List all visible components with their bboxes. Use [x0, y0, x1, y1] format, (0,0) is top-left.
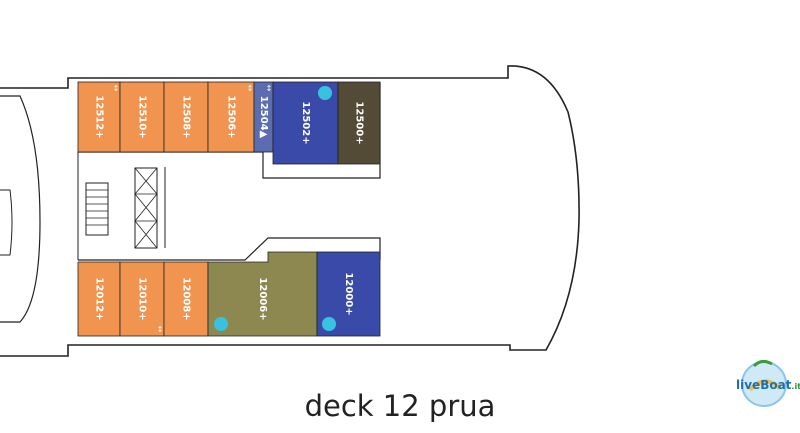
cabin-number: 12008+	[181, 277, 192, 320]
corridor-inner	[77, 152, 166, 260]
cabin-12500[interactable]: 12500+	[337, 81, 381, 165]
aft-structure-2	[0, 189, 13, 256]
cabin-block[interactable]	[163, 81, 209, 153]
cabin-12512[interactable]: 12512+ ↕	[77, 81, 121, 153]
cabins-layer: 12512+ ↕ 12510+ 12508+ 12506+ ↕ 12504▲ ↕ 12502+ 1…	[77, 81, 381, 337]
cabin-12510[interactable]: 12510+	[119, 81, 165, 153]
cabin-block[interactable]	[77, 261, 121, 337]
cabin-number: 12504▲	[258, 96, 269, 139]
cabin-number: 12012+	[94, 277, 105, 320]
cabin-block[interactable]	[207, 81, 255, 153]
cabin-12504[interactable]: 12504▲ ↕	[253, 81, 274, 153]
accessible-cabin-icon	[318, 86, 332, 100]
cabin-number: 12506+	[226, 95, 237, 138]
cabin-12010[interactable]: 12010+ ↕	[119, 261, 165, 337]
logo-globe-icon	[741, 359, 787, 407]
cabin-12012[interactable]: 12012+	[77, 261, 121, 337]
cabin-number: 12006+	[257, 277, 268, 320]
connecting-door-icon: ↕	[266, 84, 273, 93]
accessible-cabin-icon	[214, 317, 228, 331]
accessible-cabin-icon	[322, 317, 336, 331]
cabin-number: 12508+	[181, 95, 192, 138]
deck-title: deck 12 prua	[304, 389, 496, 423]
cabin-block[interactable]	[163, 261, 209, 337]
cabin-block[interactable]	[337, 81, 381, 165]
cabin-number: 12010+	[137, 277, 148, 320]
logo-brand: liveBoat	[736, 378, 792, 392]
cabin-block[interactable]	[119, 261, 165, 337]
cabin-block[interactable]	[77, 81, 121, 153]
connecting-door-icon: ↕	[247, 84, 254, 93]
cabin-block[interactable]	[119, 81, 165, 153]
elevators	[134, 167, 158, 249]
cabin-number: 12512+	[94, 95, 105, 138]
liveboat-logo: liveBoat.it	[724, 352, 800, 416]
cabin-block[interactable]	[316, 251, 381, 337]
hull-outline	[0, 65, 580, 357]
corridor-outline-lower	[78, 237, 381, 261]
aft-structure	[0, 95, 41, 323]
cabin-number: 12500+	[354, 101, 365, 144]
cabin-12502[interactable]: 12502+	[272, 81, 339, 165]
logo-suffix: .it	[791, 382, 800, 391]
cabin-12506[interactable]: 12506+ ↕	[207, 81, 255, 153]
cabin-number: 12502+	[300, 101, 311, 144]
cabin-12006[interactable]: 12006+	[207, 251, 318, 337]
connecting-door-icon: ↕	[157, 325, 164, 334]
cabin-12008[interactable]: 12008+	[163, 261, 209, 337]
connecting-door-icon: ↕	[113, 84, 120, 93]
cabin-12000[interactable]: 12000+	[316, 251, 381, 337]
stairs	[85, 182, 109, 236]
cabin-number: 12000+	[343, 272, 354, 315]
cabin-number: 12510+	[137, 95, 148, 138]
cabin-12508[interactable]: 12508+	[163, 81, 209, 153]
